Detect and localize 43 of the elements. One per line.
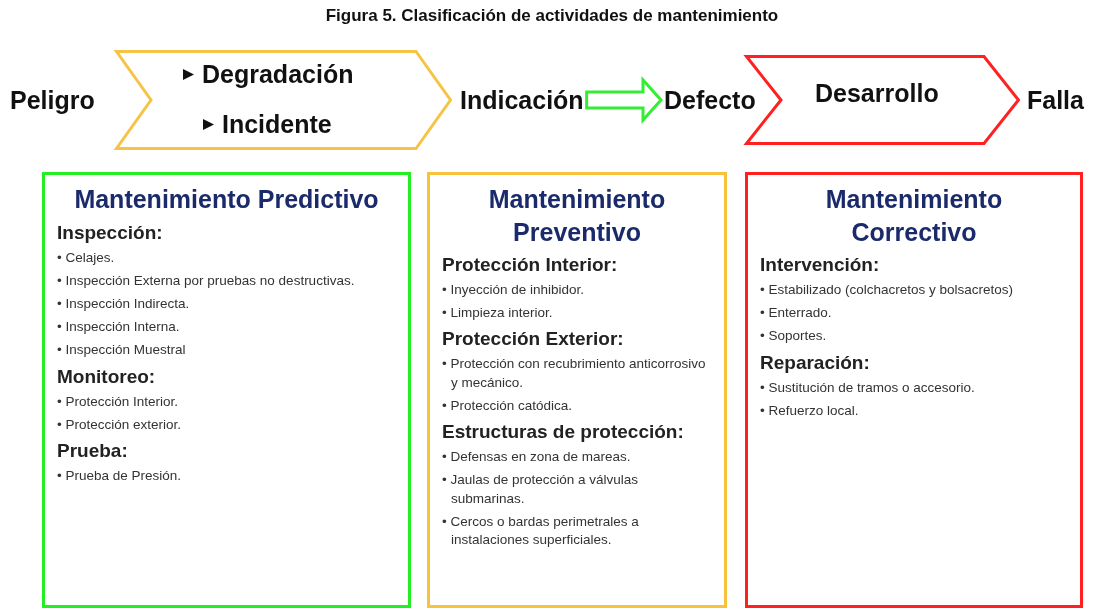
section-heading: Estructuras de protección: — [442, 421, 685, 444]
list-item: • Refuerzo local. — [760, 401, 860, 420]
section-heading: Intervención: — [760, 254, 881, 276]
stage-label: Incidente — [222, 110, 332, 139]
section-heading: Reparación: — [760, 351, 871, 374]
box-title: Mantenimiento Predictivo — [73, 184, 380, 215]
list-item: • Cercos o bardas perimetrales a instalaciones superficiales. — [442, 512, 640, 549]
stage-label: Indicación — [460, 85, 584, 115]
list-item: • Enterrado. — [760, 304, 833, 323]
section-heading: Inspección: — [57, 221, 164, 244]
section-heading: Protección Interior: — [442, 254, 619, 276]
list-item: • Jaulas de protección a válvulas submarinas. — [442, 471, 640, 508]
list-item: • Protección catódica. — [442, 396, 574, 415]
list-item: • Inspección Indirecta. — [57, 294, 191, 313]
list-item: • Soportes. — [760, 327, 828, 346]
list-item: • Protección Interior. — [57, 392, 180, 411]
stage-label: Desarrollo — [815, 79, 939, 108]
figure-title: Figura 5. Clasificación de actividades de mantenimiento — [324, 6, 780, 26]
list-item: • Defensas en zona de mareas. — [442, 448, 632, 467]
stage-label: Peligro — [10, 85, 95, 116]
stage-label: Defecto — [664, 85, 756, 115]
stage-label: Falla — [1027, 85, 1084, 116]
category-card — [427, 172, 727, 608]
list-item: • Prueba de Presión. — [57, 467, 183, 486]
list-item: • Estabilizado (colchacretos y bolsacretos) — [760, 281, 1015, 299]
list-item: • Protección con recubrimiento anticorrosivo y mecánico. — [442, 355, 707, 392]
list-item: • Inyección de inhibidor. — [442, 281, 586, 299]
section-heading: Monitoreo: — [57, 365, 157, 388]
box-title: Mantenimiento Preventivo — [487, 184, 667, 248]
section-heading: Protección Exterior: — [442, 328, 625, 351]
list-item: • Inspección Interna. — [57, 318, 181, 337]
list-item: • Inspección Externa por pruebas no destructivas. — [57, 271, 356, 290]
category-card — [745, 172, 1083, 608]
section-heading: Prueba: — [57, 440, 129, 463]
list-item: • Protección exterior. — [57, 415, 183, 434]
stage-label: Degradación — [202, 60, 354, 89]
box-title: Mantenimiento Correctivo — [824, 184, 1004, 248]
category-card — [42, 172, 411, 608]
list-item: • Celajes. — [57, 248, 116, 267]
list-item: • Inspección Muestral — [57, 341, 187, 360]
list-item: • Sustitución de tramos o accesorio. — [760, 378, 976, 397]
list-item: • Limpieza interior. — [442, 304, 554, 323]
block-arrow — [585, 76, 663, 124]
